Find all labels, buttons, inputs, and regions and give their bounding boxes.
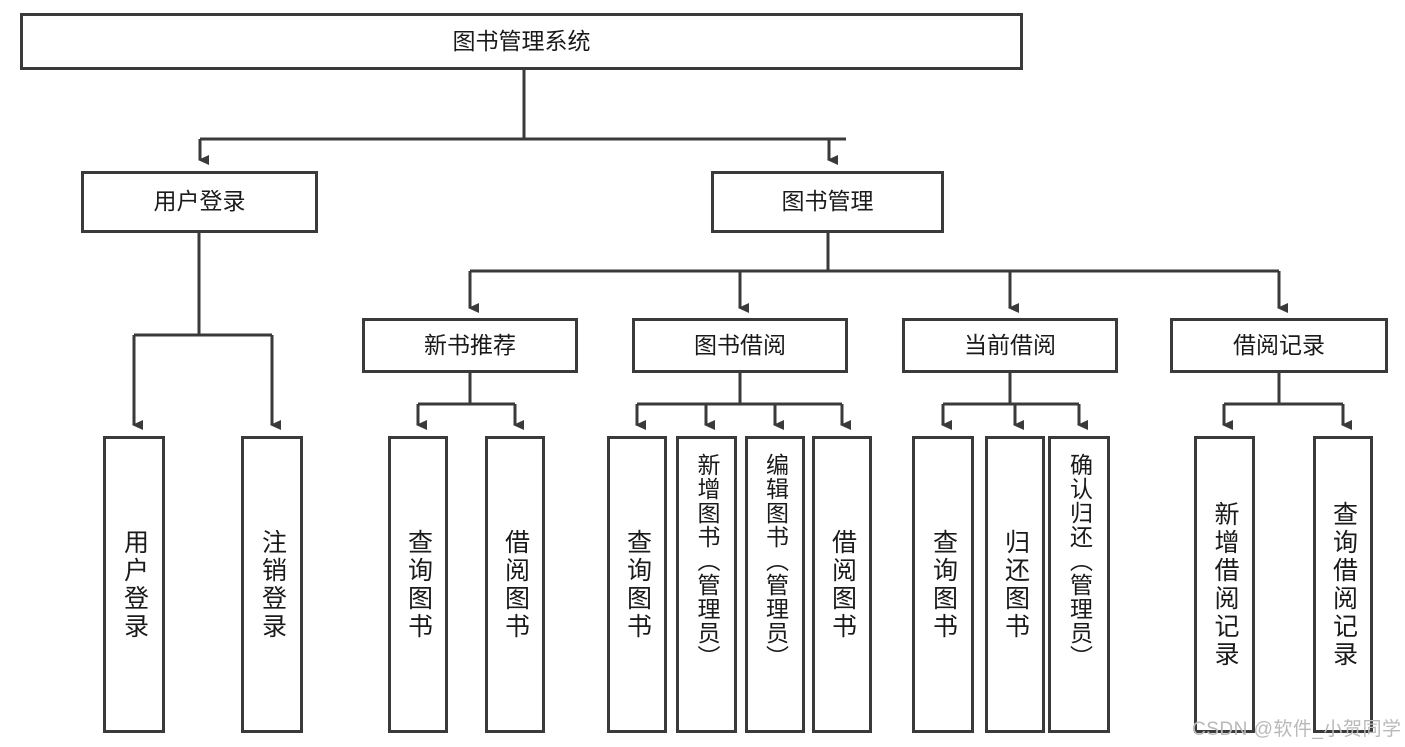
node-book-management[interactable]: 图书管理	[711, 171, 944, 233]
leaf-node[interactable]: 查询图书	[607, 436, 667, 733]
leaf-node-label: 借阅图书	[501, 528, 530, 641]
leaf-node[interactable]: 借阅图书	[485, 436, 545, 733]
leaf-node[interactable]: 用户登录	[103, 436, 165, 733]
node-user-login[interactable]: 用户登录	[81, 171, 318, 233]
leaf-node-label: 用户登录	[120, 528, 149, 641]
node-new-book-recommend-label: 新书推荐	[424, 331, 516, 358]
leaf-node-label: 查询图书	[929, 528, 958, 641]
node-root[interactable]: 图书管理系统	[20, 13, 1023, 70]
leaf-node[interactable]: 归还图书	[985, 436, 1045, 733]
node-book-borrow-label: 图书借阅	[694, 331, 786, 358]
leaf-node[interactable]: 注销登录	[241, 436, 303, 733]
leaf-node-label: 查询图书	[623, 528, 652, 641]
leaf-node-label: 新增图书（管理员）	[694, 453, 720, 669]
leaf-node[interactable]: 查询图书	[912, 436, 974, 733]
node-borrow-records[interactable]: 借阅记录	[1170, 318, 1388, 373]
leaf-node-label: 查询借阅记录	[1329, 500, 1358, 669]
leaf-node-label: 注销登录	[258, 528, 287, 641]
leaf-node-label: 借阅图书	[828, 528, 857, 641]
leaf-node-label: 编辑图书（管理员）	[762, 453, 789, 669]
leaf-node[interactable]: 确认归还（管理员）	[1048, 436, 1110, 733]
node-new-book-recommend[interactable]: 新书推荐	[362, 318, 578, 373]
watermark: CSDN @软件_小贺同学	[1192, 719, 1402, 740]
leaf-node-label: 查询图书	[404, 528, 433, 641]
leaf-node-label: 确认归还（管理员）	[1066, 453, 1093, 669]
node-borrow-records-label: 借阅记录	[1233, 331, 1325, 358]
leaf-node[interactable]: 新增图书（管理员）	[676, 436, 737, 733]
leaf-node[interactable]: 借阅图书	[812, 436, 872, 733]
node-user-login-label: 用户登录	[153, 188, 246, 215]
leaf-node-label: 归还图书	[1001, 528, 1030, 641]
node-book-borrow[interactable]: 图书借阅	[632, 318, 848, 373]
node-current-borrow[interactable]: 当前借阅	[902, 318, 1118, 373]
leaf-node[interactable]: 新增借阅记录	[1194, 436, 1255, 733]
leaf-node-label: 新增借阅记录	[1211, 500, 1239, 669]
leaf-node[interactable]: 查询借阅记录	[1313, 436, 1373, 733]
node-book-management-label: 图书管理	[781, 188, 874, 215]
leaf-node[interactable]: 编辑图书（管理员）	[745, 436, 805, 733]
node-current-borrow-label: 当前借阅	[964, 331, 1056, 358]
node-root-label: 图书管理系统	[452, 27, 591, 54]
leaf-node[interactable]: 查询图书	[388, 436, 448, 733]
